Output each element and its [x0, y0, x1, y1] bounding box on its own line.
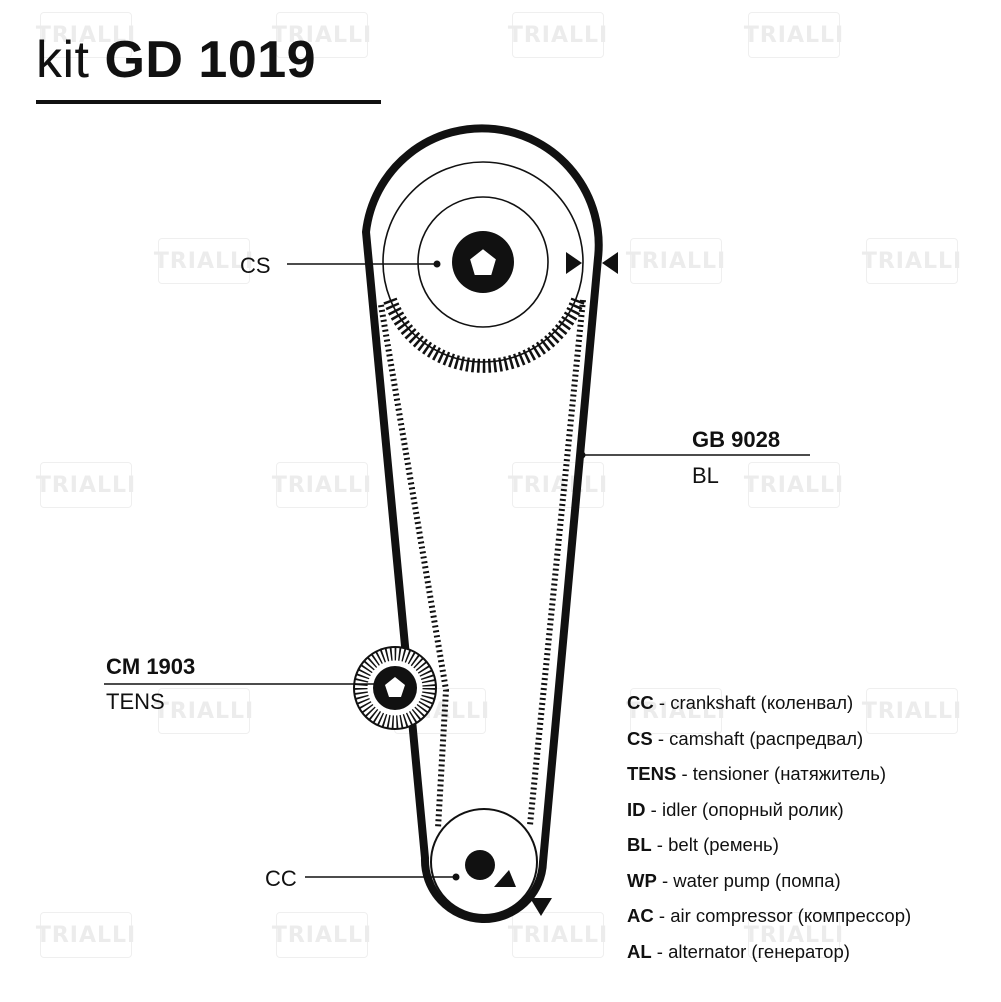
kit-prefix: kit [36, 31, 90, 89]
label-belt-code: GB 9028 [692, 427, 781, 452]
label-camshaft: CS [240, 253, 271, 278]
label-crankshaft: CC [265, 866, 297, 891]
belt-teeth-inner [378, 299, 586, 829]
belt-outline-outer [362, 124, 603, 924]
legend-item: TENS - tensioner (натяжитель) [627, 763, 887, 784]
legend-item: CC - crankshaft (коленвал) [627, 692, 854, 713]
legend-item: CS - camshaft (распредвал) [627, 727, 864, 749]
label-belt-type: BL [692, 463, 719, 488]
title-underline [36, 100, 381, 104]
tensioner-roller [353, 646, 437, 730]
abbreviation-legend: CC - crankshaft (коленвал) CS - camshaft… [627, 692, 912, 978]
legend-item: AL - alternator (генератор) [627, 940, 850, 962]
page-title: kit GD 1019 [36, 34, 316, 86]
crankshaft-sprocket [430, 808, 538, 916]
legend-item: AC - air compressor (компрессор) [627, 905, 912, 926]
legend-item: WP - water pump (помпа) [627, 869, 841, 891]
label-tensioner-type: TENS [106, 689, 165, 714]
kit-code: GD 1019 [104, 31, 317, 89]
legend-item: BL - belt (ремень) [627, 834, 779, 855]
legend-item: ID - idler (опорный ролик) [627, 798, 844, 820]
label-tensioner-code: CM 1903 [106, 654, 196, 679]
timing-mark-right-arrow [566, 252, 582, 274]
camshaft-sprocket [382, 161, 585, 373]
timing-mark-left-arrow [602, 252, 618, 274]
rotation-direction-arrow [530, 898, 552, 916]
